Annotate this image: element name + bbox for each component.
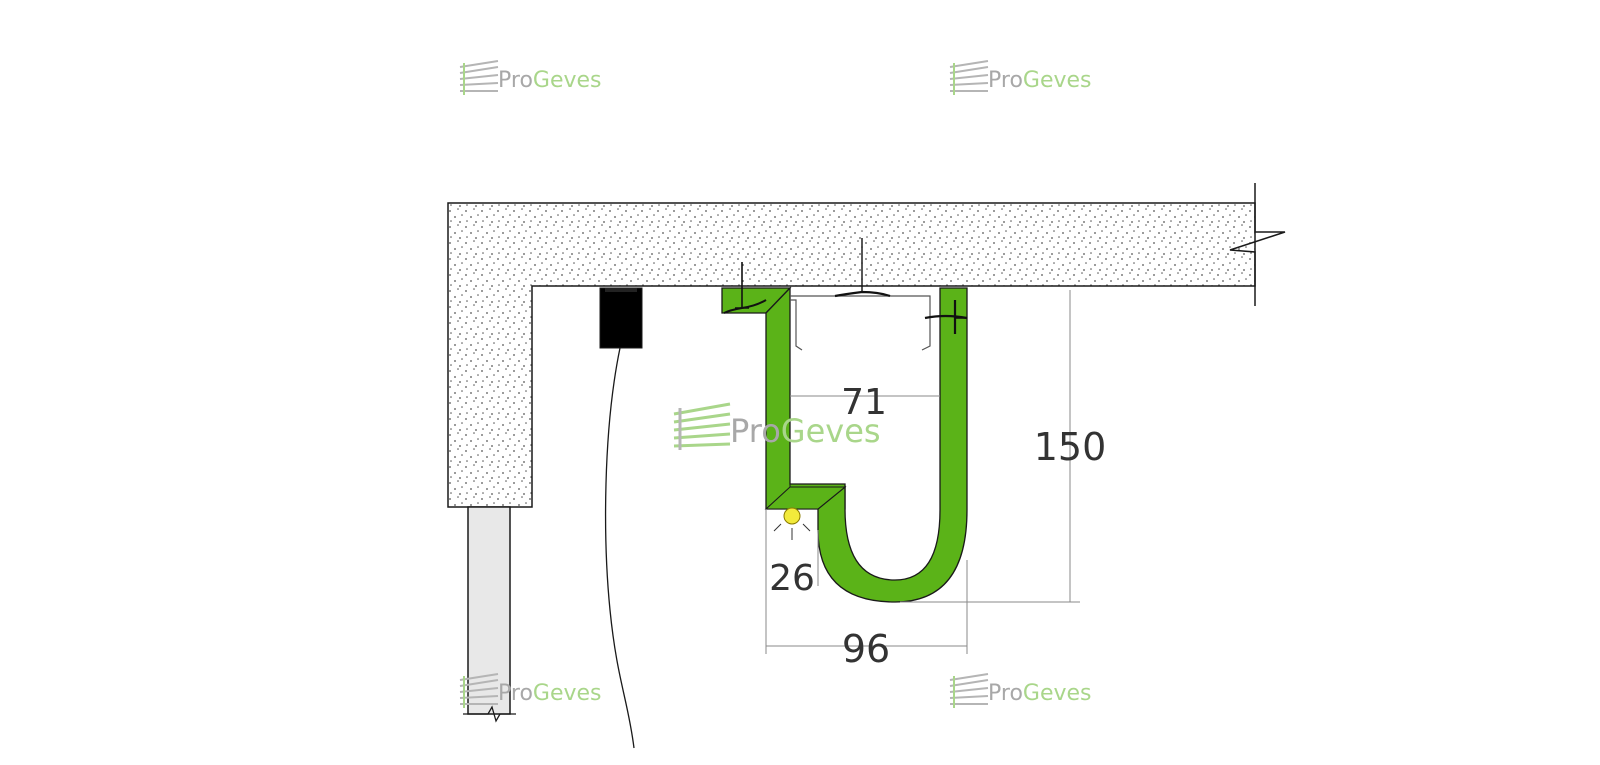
watermark-top-left: ProGeves — [459, 60, 602, 95]
power-supply-block — [599, 287, 643, 349]
progeves-logo-icon — [949, 60, 989, 95]
dimension-outer-width: 96 — [842, 627, 890, 671]
power-cable — [604, 347, 635, 749]
concrete-slab — [447, 183, 1286, 508]
progeves-logo-icon — [949, 673, 989, 708]
watermark-geves: Geves — [781, 412, 881, 450]
watermark-geves: Geves — [533, 68, 602, 93]
wall-panel — [463, 506, 516, 723]
break-line — [1229, 183, 1286, 306]
watermark-pro: Pro — [988, 681, 1023, 706]
led-light-icon — [773, 507, 811, 540]
watermark-pro: Pro — [498, 681, 533, 706]
watermark-pro: Pro — [730, 412, 781, 450]
svg-text:ProGeves: ProGeves — [988, 681, 1092, 706]
dimension-height: 150 — [1034, 425, 1107, 469]
green-u-profile — [721, 238, 968, 603]
svg-text:ProGeves: ProGeves — [498, 68, 602, 93]
svg-text:ProGeves: ProGeves — [730, 412, 881, 450]
watermark-bottom-right: ProGeves — [949, 673, 1092, 708]
dimension-light-offset: 26 — [769, 558, 815, 599]
progeves-logo-icon — [459, 60, 499, 95]
svg-text:ProGeves: ProGeves — [988, 68, 1092, 93]
watermark-geves: Geves — [1023, 681, 1092, 706]
dimension-inner-width: 71 — [841, 382, 887, 423]
dimension-lines — [765, 290, 1080, 654]
watermark-geves: Geves — [533, 681, 602, 706]
svg-text:ProGeves: ProGeves — [498, 681, 602, 706]
progeves-logo-icon — [673, 402, 731, 450]
watermark-pro: Pro — [988, 68, 1023, 93]
watermark-center: ProGeves — [673, 402, 881, 450]
watermark-pro: Pro — [498, 68, 533, 93]
progeves-logo-icon — [459, 673, 499, 708]
watermark-top-right: ProGeves — [949, 60, 1092, 95]
watermark-bottom-left: ProGeves — [459, 673, 602, 708]
watermark-geves: Geves — [1023, 68, 1092, 93]
